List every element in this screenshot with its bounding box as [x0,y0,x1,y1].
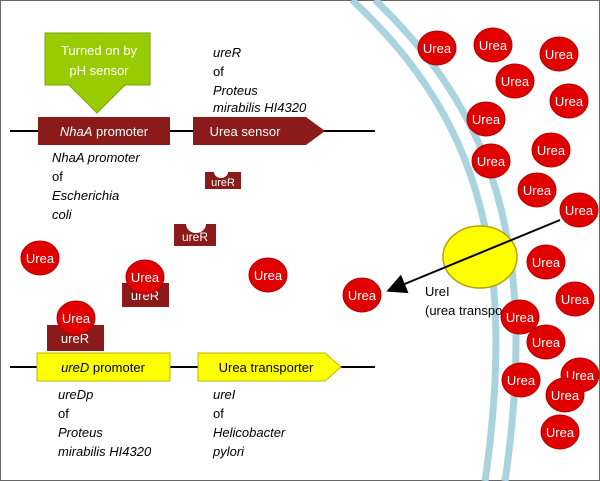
nhaa-promoter-box: NhaA promoter [38,117,170,145]
urea-transport-arrow [386,219,561,294]
urea-label: Urea [555,94,584,109]
nhaa-italic: NhaA [60,124,93,139]
ured-italic: ureD [61,360,89,375]
urea-molecule: Urea [517,172,557,208]
urer-protein-medium: ureR [174,224,216,246]
nhaa-caption-line-4: coli [52,207,73,222]
urei-caption-line-3: Helicobacter [213,425,286,440]
nhaa-promoter-label: NhaA promoter [60,124,149,139]
ured-rest: promoter [89,360,145,375]
ured-caption-line-3: Proteus [58,425,103,440]
urer-caption-line-4: mirabilis HI4320 [213,100,307,115]
urea-label: Urea [131,270,160,285]
urea-transporter-label: Urea transporter [219,360,314,375]
urei-caption: ureI of Helicobacter pylori [212,387,286,459]
urea-sensor-label: Urea sensor [210,124,281,139]
urea-molecule: Urea [526,324,566,360]
urea-label: Urea [423,41,452,56]
urer-caption-line-1: ureR [213,45,241,60]
urea-label: Urea [507,373,536,388]
urer-protein-small: ureR [205,172,241,189]
urea-label: Urea [546,425,575,440]
urei-caption-line-2: of [213,406,224,421]
urea-label: Urea [561,292,590,307]
urea-molecule: Urea [531,132,571,168]
ured-caption-line-1: ureDp [58,387,93,402]
ured-promoter-label: ureD promoter [61,360,145,375]
svg-text:ureR: ureR [182,230,208,244]
urea-molecule: Urea [501,362,541,398]
urea-molecule: Urea [466,101,506,137]
urea-label: Urea [254,268,283,283]
urei-transporter-channel [442,225,518,289]
urea-label: Urea [537,143,566,158]
nhaa-caption-line-3: Escherichia [52,188,119,203]
transporter-label-line-1: UreI [425,284,450,299]
urea-molecule: Urea [555,281,595,317]
ured-caption: ureDp of Proteus mirabilis HI4320 [58,387,152,459]
nhaa-caption: NhaA promoter of Escherichia coli [52,150,140,222]
urea-label: Urea [501,74,530,89]
urei-caption-line-4: pylori [212,444,245,459]
urea-label: Urea [532,335,561,350]
urea-label: Urea [472,112,501,127]
ph-sensor-callout: Turned on by pH sensor [44,32,151,114]
urea-label: Urea [545,47,574,62]
urea-molecule: Urea [539,36,579,72]
urea-label: Urea [551,388,580,403]
urea-sensor-gene-arrow: Urea sensor [193,117,325,145]
urea-molecule: Urea [342,277,382,313]
urea-label: Urea [26,251,55,266]
svg-text:ureR: ureR [211,177,235,189]
urer-caption-line-3: Proteus [213,83,258,98]
urer-caption: ureR of Proteus mirabilis HI4320 [213,45,307,115]
callout-line-2: pH sensor [69,63,129,78]
urei-caption-line-1: ureI [213,387,236,402]
urea-label: Urea [506,310,535,325]
ured-promoter-box: ureD promoter [36,352,171,382]
urea-label: Urea [62,311,91,326]
urea-molecule: Urea [473,27,513,63]
urea-molecule: Urea [549,83,589,119]
urea-label: Urea [477,154,506,169]
svg-text:ureR: ureR [61,331,89,346]
nhaa-rest: promoter [92,124,148,139]
ured-caption-line-2: of [58,406,69,421]
urea-transporter-gene-arrow: Urea transporter [197,352,342,382]
urea-molecule: Urea [471,143,511,179]
urea-label: Urea [532,255,561,270]
urea-molecule: Urea [526,244,566,280]
urea-molecule: Urea [125,259,165,295]
urea-molecule: Urea [20,240,60,276]
urea-molecule: Urea [500,299,540,335]
urea-molecule: Urea [559,192,599,228]
urea-molecule: Urea [495,63,535,99]
urea-molecule: Urea [417,30,457,66]
urea-label: Urea [565,203,594,218]
callout-line-1: Turned on by [61,43,138,58]
ured-caption-line-4: mirabilis HI4320 [58,444,152,459]
urea-molecule: Urea [56,300,96,336]
urea-molecule: Urea [545,377,585,413]
nhaa-caption-line-2: of [52,169,63,184]
urer-caption-line-2: of [213,64,224,79]
urea-molecule: Urea [248,257,288,293]
urea-label: Urea [523,183,552,198]
membrane-outer-line [349,0,500,481]
urea-label: Urea [479,38,508,53]
urea-molecule: Urea [540,414,580,450]
nhaa-caption-line-1: NhaA promoter [52,150,140,165]
urea-label: Urea [348,288,377,303]
